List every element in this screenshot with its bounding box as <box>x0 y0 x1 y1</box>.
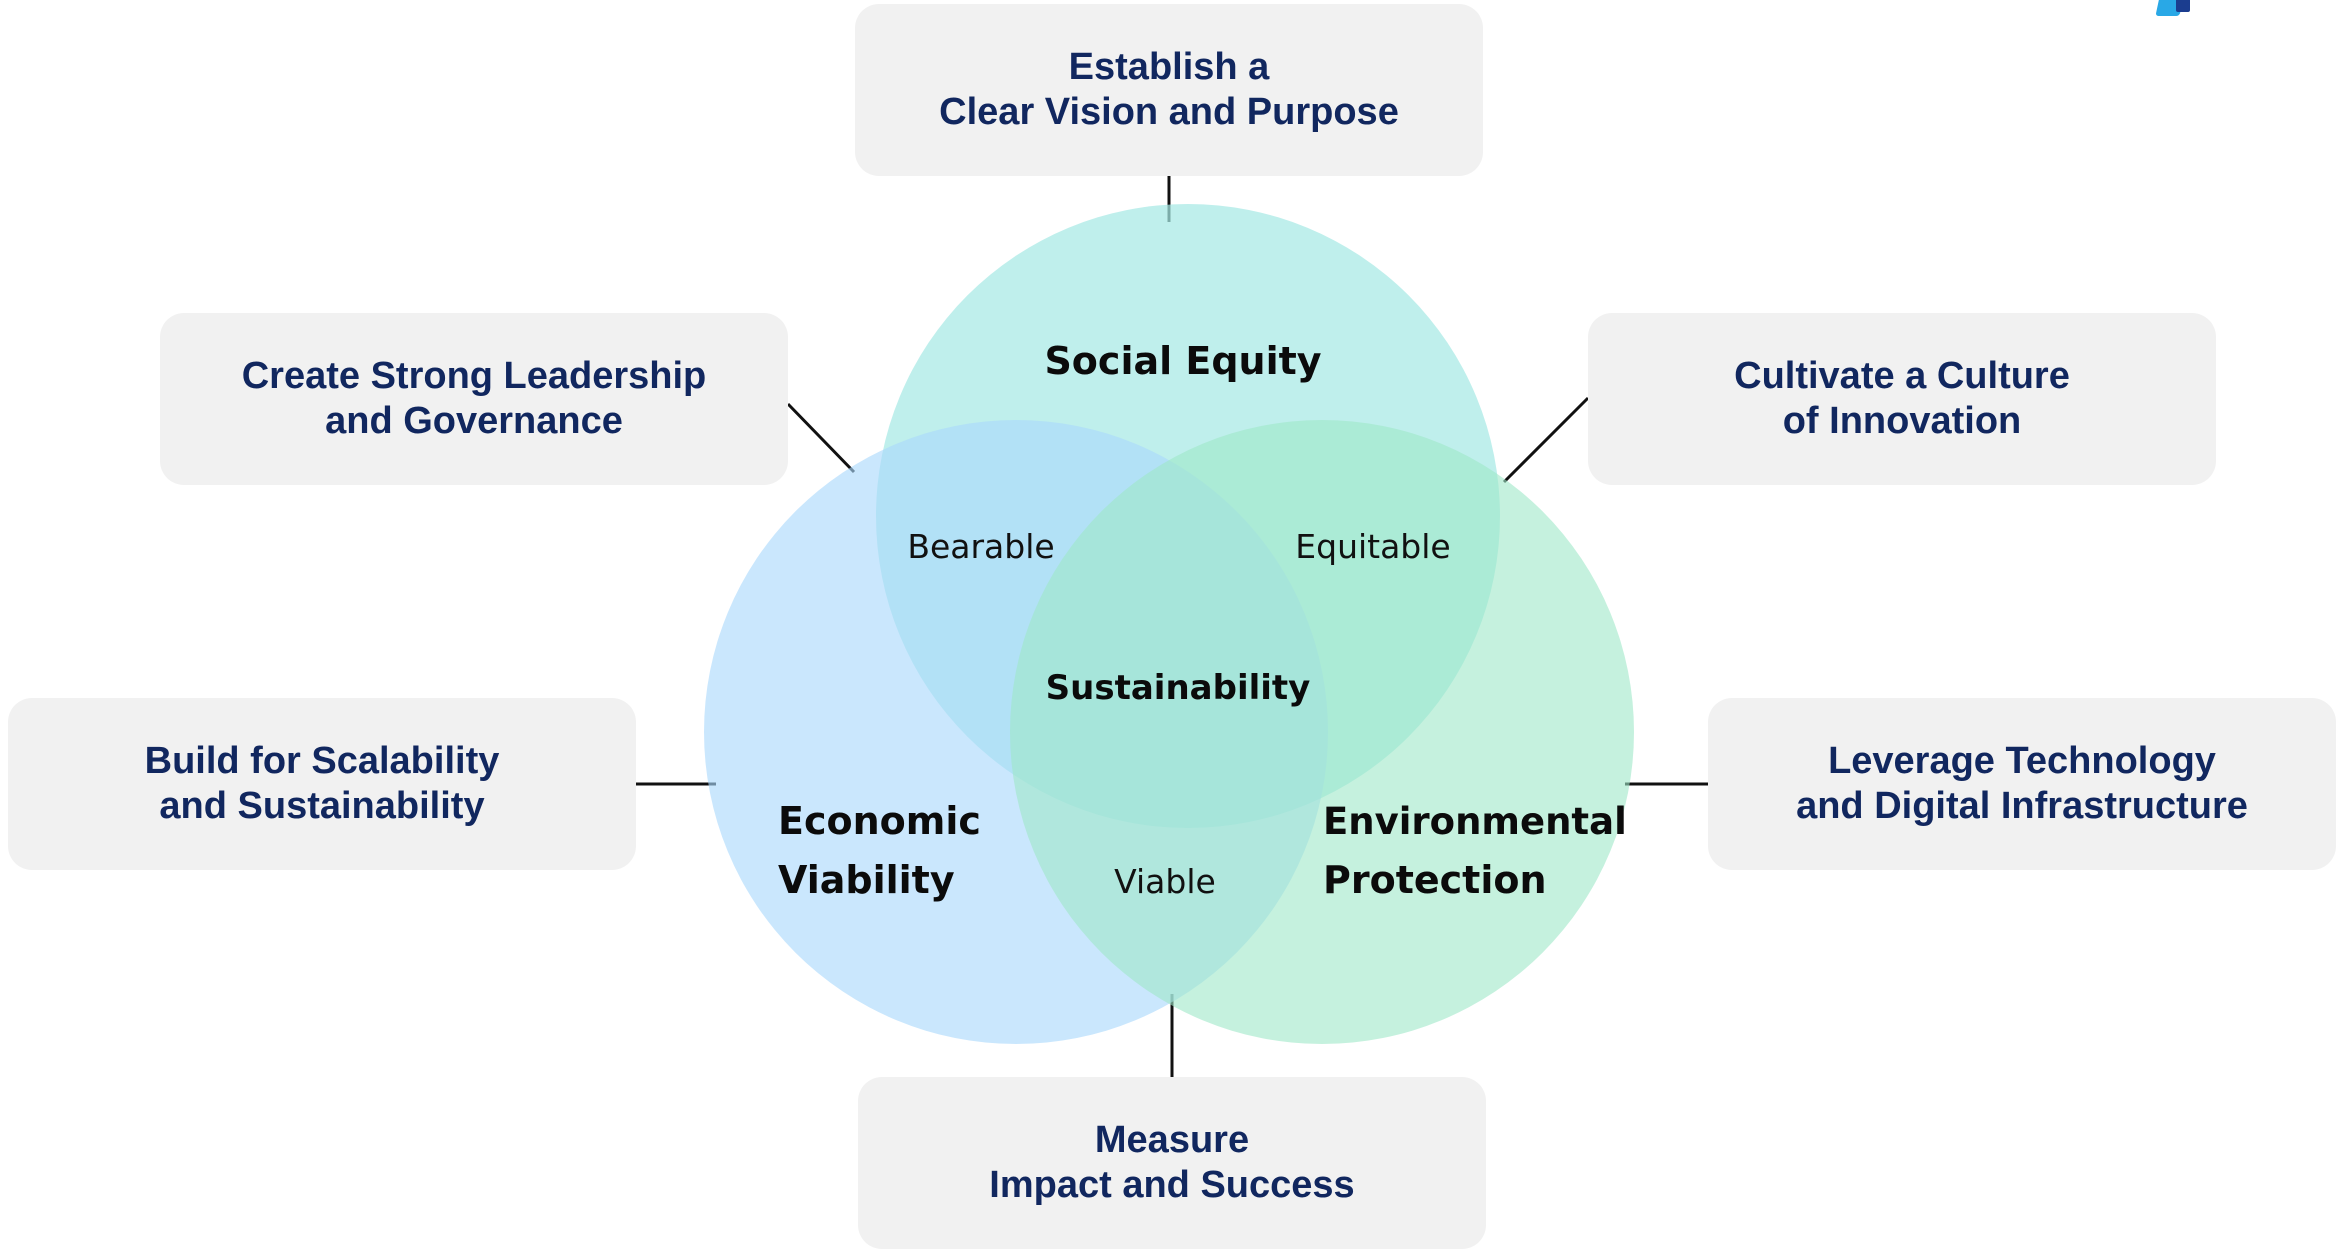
principle-line: Create Strong Leadership <box>241 355 707 397</box>
connector-top-left <box>786 402 856 474</box>
principle-line: and Digital Infrastructure <box>1796 785 2248 827</box>
principle-line: and Sustainability <box>159 785 485 827</box>
principle-line: Clear Vision and Purpose <box>939 91 1399 133</box>
principle-box-vision: Establish a Clear Vision and Purpose <box>855 4 1483 176</box>
principle-box-leadership: Create Strong Leadership and Governance <box>160 313 788 485</box>
principle-box-technology: Leverage Technology and Digital Infrastr… <box>1708 698 2336 870</box>
sustainability-label: Sustainability <box>1046 668 1311 708</box>
environmental-protection-circle <box>1010 420 1634 1044</box>
principle-line: and Governance <box>325 400 623 442</box>
principle-line: Impact and Success <box>989 1164 1355 1206</box>
principle-text: Cultivate a Culture of Innovation <box>1734 354 2070 444</box>
economic-viability-label-line2: Viability <box>778 858 955 902</box>
principle-text: Leverage Technology and Digital Infrastr… <box>1796 739 2248 829</box>
principle-text: Establish a Clear Vision and Purpose <box>939 45 1399 135</box>
principle-box-innovation: Cultivate a Culture of Innovation <box>1588 313 2216 485</box>
principle-box-measure: Measure Impact and Success <box>858 1077 1486 1249</box>
bearable-label: Bearable <box>907 527 1054 566</box>
social-equity-label: Social Equity <box>1044 339 1321 383</box>
principle-line: Measure <box>1094 1119 1250 1161</box>
principle-text: Create Strong Leadership and Governance <box>242 354 707 444</box>
viable-label: Viable <box>1114 862 1216 901</box>
environmental-protection-label-line1: Environmental <box>1323 800 1627 843</box>
principle-line: Leverage Technology <box>1828 740 2216 782</box>
principle-line: of Innovation <box>1782 400 2022 442</box>
environmental-protection-label-line2: Protection <box>1323 858 1547 902</box>
equitable-label: Equitable <box>1295 527 1450 566</box>
principle-line: Build for Scalability <box>144 740 500 782</box>
logo-icon-accent <box>2176 0 2190 12</box>
principle-box-scalability: Build for Scalability and Sustainability <box>8 698 636 870</box>
principle-text: Build for Scalability and Sustainability <box>145 739 500 829</box>
connector-top-right <box>1502 396 1590 484</box>
principle-line: Cultivate a Culture <box>1734 355 2070 397</box>
principle-line: Establish a <box>1068 46 1270 88</box>
principle-text: Measure Impact and Success <box>989 1118 1354 1208</box>
economic-viability-label-line1: Economic <box>778 799 981 843</box>
